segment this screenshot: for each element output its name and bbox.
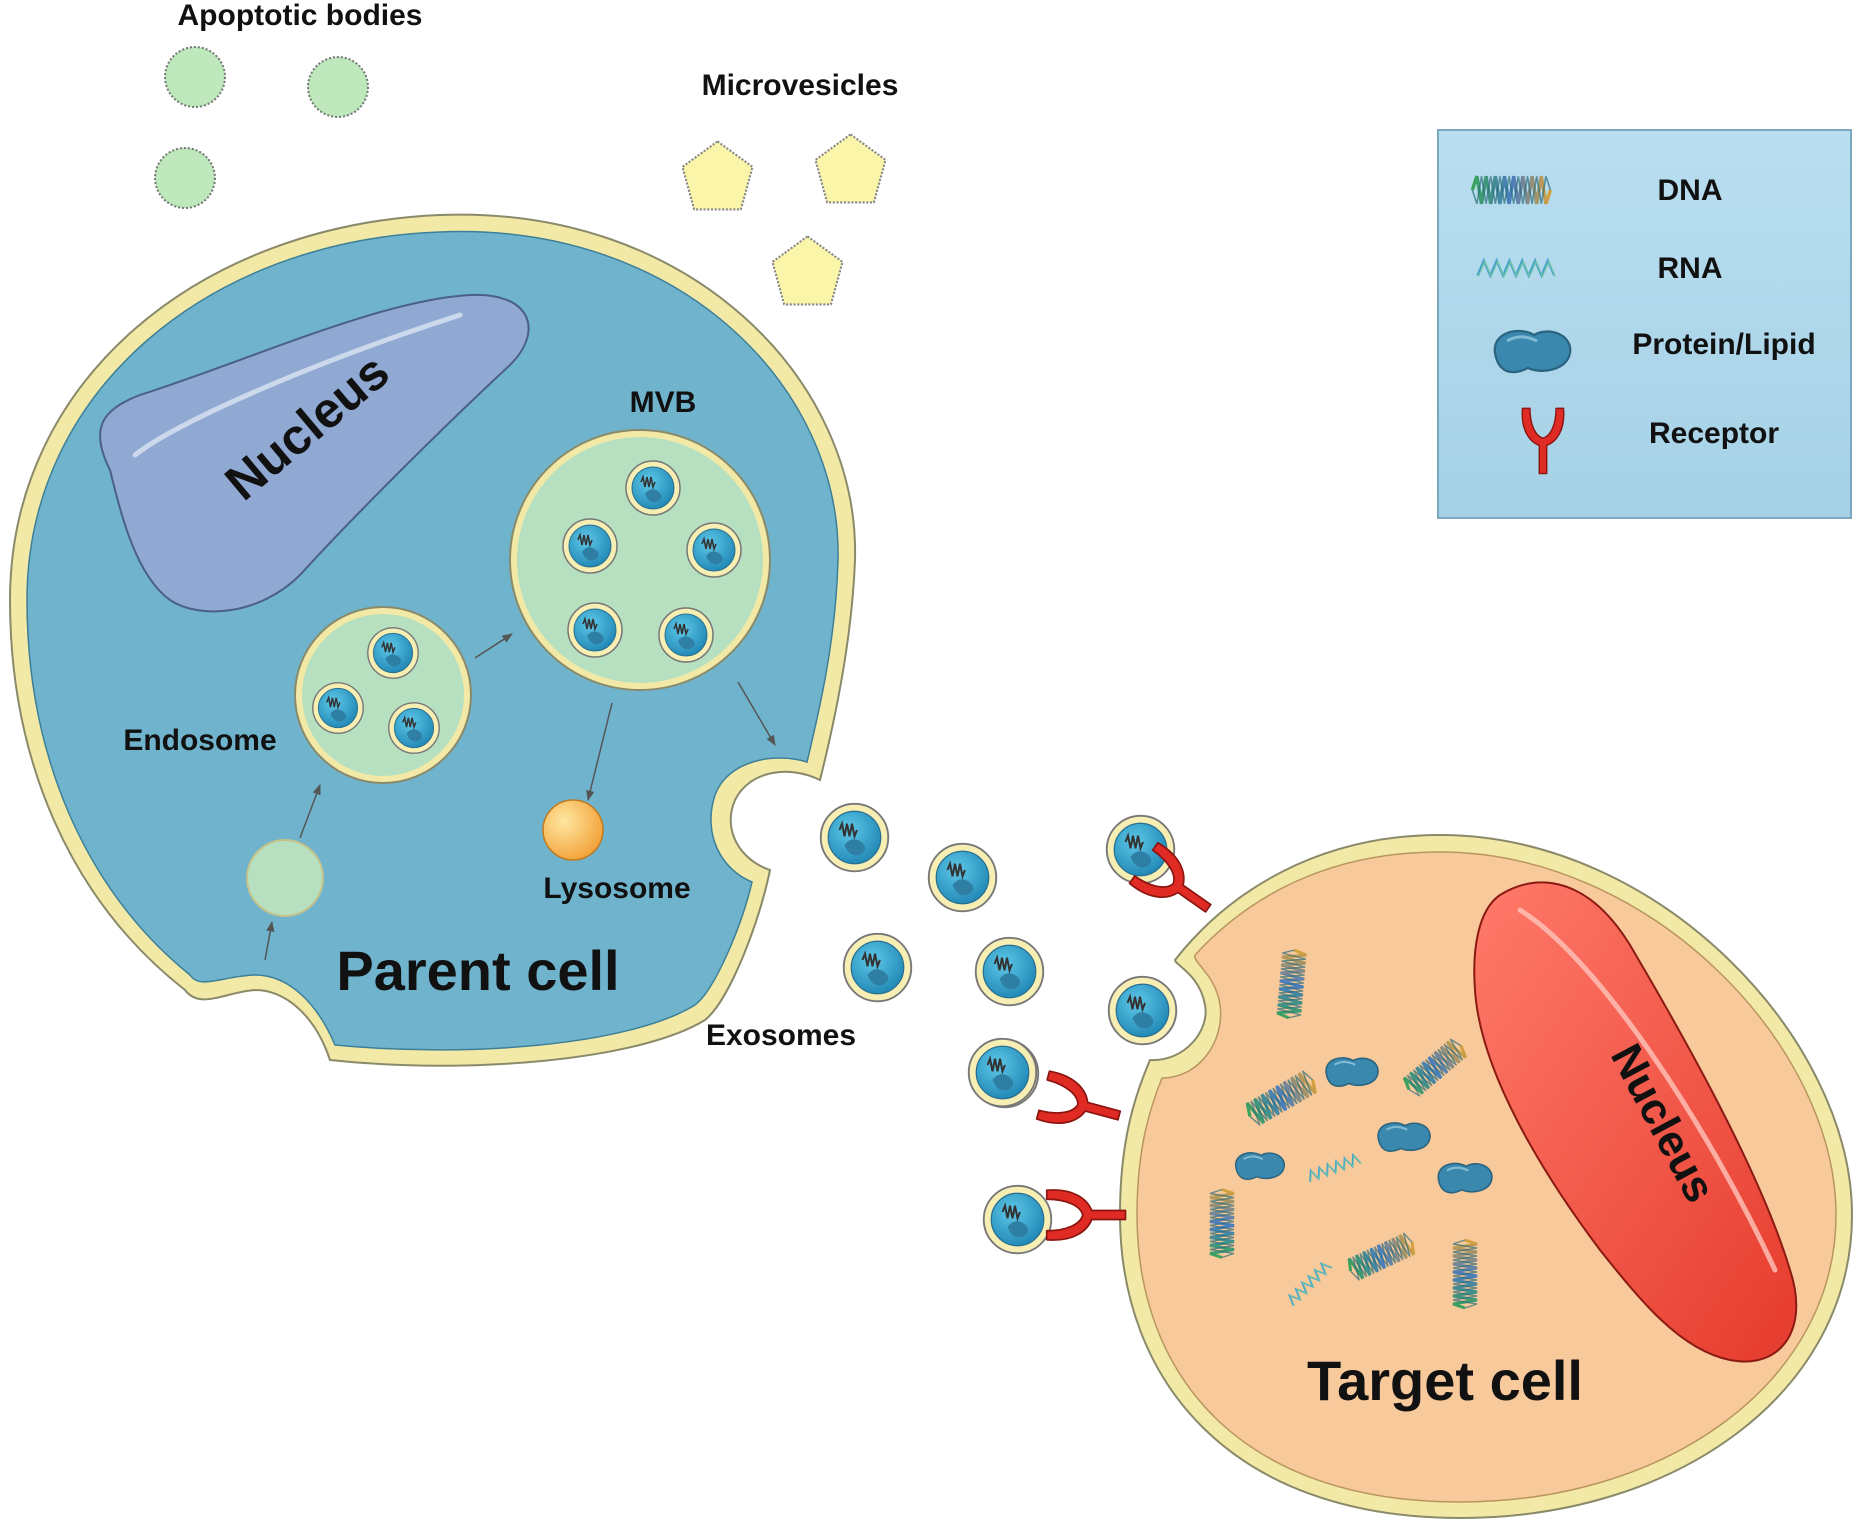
endosome-exosome (312, 682, 364, 734)
legend-label-receptor: Receptor (1649, 417, 1779, 450)
mvb (509, 429, 771, 691)
mvb-exosome (658, 607, 714, 663)
arrow (299, 784, 321, 839)
arrow (474, 633, 513, 659)
arrow (737, 681, 776, 746)
receptor (1045, 1189, 1127, 1241)
protein-blob (1437, 1162, 1494, 1194)
exosomes-label: Exosomes (706, 1019, 856, 1052)
endosome-exosome (367, 627, 419, 679)
arrows (264, 633, 776, 961)
microvesicles-label: Microvesicles (702, 69, 899, 102)
exosome (819, 802, 890, 873)
legend-box (1437, 129, 1852, 519)
exosome (974, 936, 1045, 1007)
apoptotic-bodies-label: Apoptotic bodies (178, 0, 423, 32)
microvesicle (814, 133, 887, 204)
microvesicle (771, 235, 844, 306)
protein-blob (1234, 1151, 1286, 1181)
legend-label-rna: RNA (1658, 252, 1723, 285)
parent-nucleus: Nucleus (99, 293, 530, 613)
mvb-exosome (562, 518, 618, 574)
mvb-exosome (625, 460, 681, 516)
mvb-label: MVB (630, 386, 697, 419)
endosome-label: Endosome (123, 724, 276, 757)
fusing-exosome (1107, 975, 1178, 1046)
legend-label-protein-lipid: Protein/Lipid (1632, 328, 1815, 361)
apoptotic-body (164, 46, 226, 108)
exosome (842, 932, 913, 1003)
protein-blob (1324, 1056, 1380, 1088)
apoptotic-body (154, 147, 216, 209)
exosome (927, 842, 998, 913)
legend-label-dna: DNA (1658, 174, 1723, 207)
protein-lipid-icon (1492, 329, 1573, 375)
endosome (294, 606, 472, 784)
receptor (1035, 1070, 1127, 1141)
legend: DNA RNA Protein/Lipid Receptor (1437, 129, 1852, 519)
docked-exosome (982, 1184, 1053, 1255)
target-cell-label: Target cell (1307, 1349, 1583, 1412)
parent-cell-label: Parent cell (336, 939, 619, 1002)
docked-exosome (967, 1037, 1038, 1108)
mvb-exosome (567, 602, 623, 658)
arrow (586, 702, 613, 802)
mvb-exosome (686, 522, 742, 578)
apoptotic-body (307, 56, 369, 118)
microvesicle (681, 140, 754, 211)
lysosome-label: Lysosome (543, 872, 690, 905)
early-vesicle (246, 839, 324, 917)
lysosome (542, 799, 604, 861)
protein-blob (1376, 1121, 1432, 1153)
endosome-exosome (388, 702, 440, 754)
arrow (264, 920, 275, 961)
